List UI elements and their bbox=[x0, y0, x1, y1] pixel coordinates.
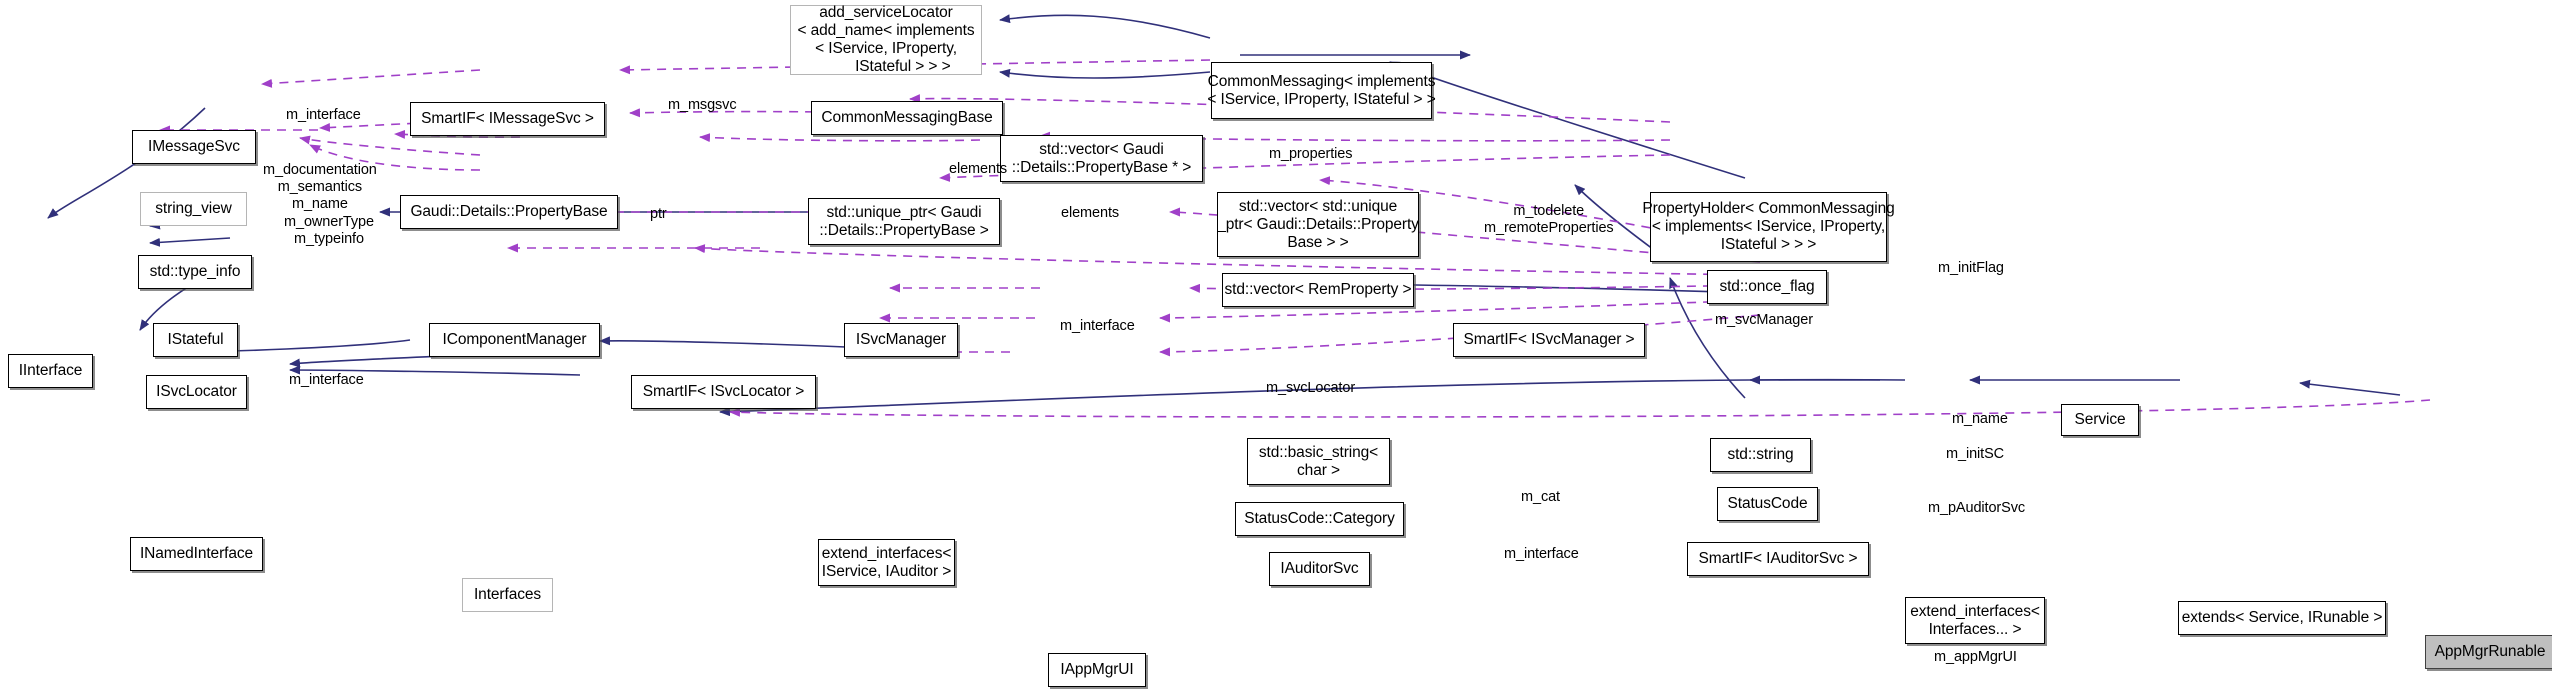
class-node-istateful[interactable]: IStateful bbox=[153, 323, 238, 357]
class-node-extends_service_irunable[interactable]: extends< Service, IRunable > bbox=[2178, 601, 2386, 635]
class-node-propertybase[interactable]: Gaudi::Details::PropertyBase bbox=[400, 195, 618, 229]
class-node-isvclocator[interactable]: ISvcLocator bbox=[146, 375, 247, 409]
edge-label-ptr: ptr bbox=[650, 206, 667, 222]
class-node-statuscode_category[interactable]: StatusCode::Category bbox=[1235, 502, 1404, 536]
class-node-extend_interfaces_iservice_iauditor[interactable]: extend_interfaces< IService, IAuditor > bbox=[818, 539, 955, 586]
class-node-statuscode[interactable]: StatusCode bbox=[1717, 487, 1818, 521]
class-node-appmgrrunable[interactable]: AppMgrRunable bbox=[2425, 635, 2552, 669]
class-node-imessagesvc[interactable]: IMessageSvc bbox=[132, 130, 256, 164]
edge-label-m_interface_iauditorsvc: m_interface bbox=[1504, 546, 1579, 562]
edge-label-m_initSC: m_initSC bbox=[1946, 446, 2005, 462]
class-node-unique_ptr_propertybase[interactable]: std::unique_ptr< Gaudi ::Details::Proper… bbox=[808, 198, 1000, 245]
edge-label-m_documentation_group: m_documentation m_semantics m_name bbox=[263, 162, 377, 212]
edge-label-elements_mid: elements bbox=[1061, 205, 1120, 221]
edge-label-m_msgsvc: m_msgsvc bbox=[668, 97, 737, 113]
class-node-basic_string_char[interactable]: std::basic_string< char > bbox=[1247, 438, 1390, 485]
class-node-iauditorsvc[interactable]: IAuditorSvc bbox=[1269, 552, 1370, 586]
class-node-vector_unique_ptr[interactable]: std::vector< std::unique _ptr< Gaudi::De… bbox=[1217, 192, 1419, 257]
class-node-smartif_isvcmanager[interactable]: SmartIF< ISvcManager > bbox=[1453, 323, 1645, 357]
class-node-type_info[interactable]: std::type_info bbox=[138, 255, 252, 289]
class-node-string_view[interactable]: string_view bbox=[140, 192, 247, 226]
class-node-vector_propertybase_ptr[interactable]: std::vector< Gaudi ::Details::PropertyBa… bbox=[1000, 135, 1203, 182]
class-node-add_serviceLocator[interactable]: add_serviceLocator < add_name< implement… bbox=[790, 4, 982, 75]
edge-label-m_interface_isvclocator: m_interface bbox=[289, 372, 364, 388]
class-node-iinterface[interactable]: IInterface bbox=[8, 354, 93, 388]
edge-label-m_svcLocator: m_svcLocator bbox=[1266, 380, 1356, 396]
class-node-commonmessaging[interactable]: CommonMessaging< implements < IService, … bbox=[1207, 62, 1436, 119]
edge-label-m_ownertype_group: m_ownerType m_typeinfo bbox=[284, 214, 374, 247]
edge-label-m_svcManager: m_svcManager bbox=[1715, 312, 1813, 328]
class-node-commonmessagingbase[interactable]: CommonMessagingBase bbox=[811, 101, 1003, 135]
edge-label-m_pAuditorSvc: m_pAuditorSvc bbox=[1928, 500, 2026, 516]
edge-label-m_properties: m_properties bbox=[1269, 146, 1353, 162]
edge-label-m_name: m_name bbox=[1952, 411, 2008, 427]
class-node-icomponentmanager[interactable]: IComponentManager bbox=[429, 323, 600, 357]
class-node-std_string[interactable]: std::string bbox=[1710, 438, 1811, 472]
edge-label-m_cat: m_cat bbox=[1521, 489, 1560, 505]
class-node-interfaces[interactable]: Interfaces bbox=[462, 578, 553, 612]
edge-label-m_appMgrUI: m_appMgrUI bbox=[1934, 649, 2017, 665]
class-node-inamedinterface[interactable]: INamedInterface bbox=[130, 537, 263, 571]
class-node-isvcmanager[interactable]: ISvcManager bbox=[844, 323, 958, 357]
edge-label-m_initFlag: m_initFlag bbox=[1938, 260, 2004, 276]
class-node-iappmgrui[interactable]: IAppMgrUI bbox=[1048, 653, 1146, 687]
edge-label-elements_top: elements bbox=[949, 161, 1008, 177]
class-node-propertyholder[interactable]: PropertyHolder< CommonMessaging < implem… bbox=[1642, 192, 1895, 262]
edge-label-m_interface_msgsvc: m_interface bbox=[286, 107, 361, 123]
class-node-vector_remproperty[interactable]: std::vector< RemProperty > bbox=[1222, 273, 1414, 307]
class-node-smartif_imessagesvc[interactable]: SmartIF< IMessageSvc > bbox=[410, 102, 605, 136]
class-node-once_flag[interactable]: std::once_flag bbox=[1707, 270, 1827, 304]
class-node-extend_interfaces_variadic[interactable]: extend_interfaces< Interfaces... > bbox=[1905, 597, 2045, 644]
edge-label-m_interface_isvcmanager: m_interface bbox=[1060, 318, 1135, 334]
edge-label-m_todelete_group: m_todelete m_remoteProperties bbox=[1484, 203, 1614, 236]
class-node-service[interactable]: Service bbox=[2061, 404, 2139, 436]
class-node-smartif_isvclocator[interactable]: SmartIF< ISvcLocator > bbox=[631, 375, 816, 409]
class-node-smartif_iauditorsvc[interactable]: SmartIF< IAuditorSvc > bbox=[1687, 542, 1869, 576]
